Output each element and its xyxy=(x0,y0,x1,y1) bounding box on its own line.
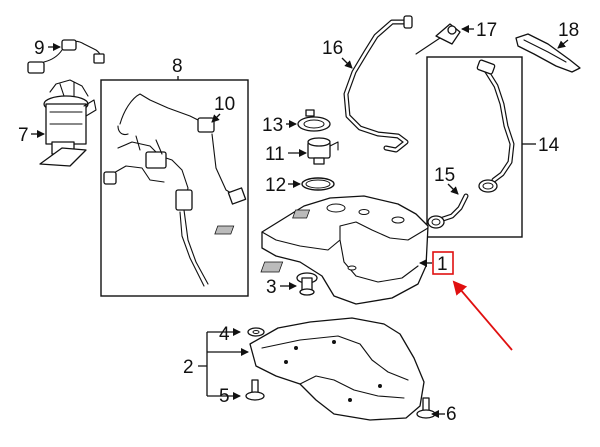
callout-2-label: 2 xyxy=(183,357,194,378)
part-10-level-sensor xyxy=(117,93,247,205)
highlight-arrow xyxy=(452,280,513,351)
callout-13: 13 xyxy=(262,115,297,136)
callout-4-label: 4 xyxy=(219,324,230,345)
callout-5-label: 5 xyxy=(219,386,230,407)
part-12-seal xyxy=(301,177,335,191)
callout-4: 4 xyxy=(219,324,230,345)
callout-18-label: 18 xyxy=(558,20,579,41)
callout-1: 1 xyxy=(419,251,454,275)
part-2-tank-shield xyxy=(249,317,425,421)
callout-15: 15 xyxy=(434,165,459,195)
callout-2: 2 xyxy=(183,328,249,400)
callout-1-highlight-box xyxy=(432,251,454,275)
callout-9: 9 xyxy=(34,38,61,59)
callout-1-label: 1 xyxy=(437,254,448,275)
part-16-vent-line xyxy=(343,15,413,153)
callout-7-label: 7 xyxy=(18,125,29,146)
callout-6: 6 xyxy=(431,404,457,425)
part-7-fuel-pump-module xyxy=(39,79,97,167)
part-8-sender-assembly xyxy=(103,135,209,287)
part-5-bolt xyxy=(245,379,265,401)
callout-11-label: 11 xyxy=(265,144,285,165)
callout-7: 7 xyxy=(18,125,45,146)
part-14-filler-pipe xyxy=(476,59,515,193)
callout-10: 10 xyxy=(211,94,235,123)
callout-16: 16 xyxy=(322,38,353,69)
callout-12-label: 12 xyxy=(265,175,286,196)
callout-9-label: 9 xyxy=(34,38,45,59)
callout-13-label: 13 xyxy=(262,115,283,136)
part-15-filler-hose xyxy=(427,193,469,229)
callout-17: 17 xyxy=(461,20,497,41)
callout-14: 14 xyxy=(522,135,560,156)
part-14-group-box xyxy=(426,56,523,238)
part-4-washer xyxy=(247,327,265,337)
callout-8-label: 8 xyxy=(172,56,183,77)
callout-14-label: 14 xyxy=(538,135,560,156)
callout-5: 5 xyxy=(219,386,230,407)
callout-6-label: 6 xyxy=(446,404,457,425)
callout-15-label: 15 xyxy=(434,165,455,186)
part-1-fuel-tank xyxy=(214,195,429,305)
callout-3: 3 xyxy=(266,277,297,298)
part-9-wiring-harness xyxy=(27,39,105,74)
callout-8: 8 xyxy=(172,56,183,80)
callout-3-label: 3 xyxy=(266,277,277,298)
part-8-group-box xyxy=(100,79,249,297)
callout-16-label: 16 xyxy=(322,38,343,59)
part-13-lock-ring xyxy=(297,109,331,132)
part-11-valve xyxy=(307,137,339,165)
callout-12: 12 xyxy=(265,175,301,196)
part-3-grommet xyxy=(296,272,318,296)
part-18-heat-shield xyxy=(515,33,581,73)
callout-18: 18 xyxy=(557,20,579,49)
callout-10-label: 10 xyxy=(214,94,235,115)
callout-11: 11 xyxy=(265,144,307,165)
callout-17-label: 17 xyxy=(476,20,497,41)
part-17-filler-cap xyxy=(415,23,461,55)
